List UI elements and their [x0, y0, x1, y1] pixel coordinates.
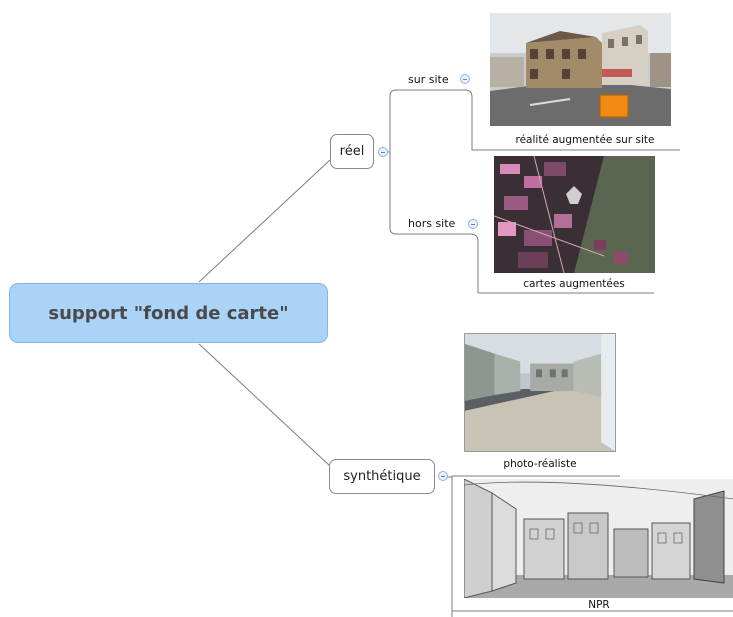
caption-augmented-map: cartes augmentées	[523, 278, 625, 290]
branch-synthetique-label: synthétique	[343, 469, 421, 484]
image-npr	[464, 479, 733, 598]
subbranch-sur-site[interactable]: sur site	[408, 73, 449, 86]
minus-circle-icon[interactable]	[468, 219, 478, 229]
root-node[interactable]: support "fond de carte"	[9, 283, 328, 343]
minus-circle-icon[interactable]	[438, 471, 448, 481]
minus-circle-icon[interactable]	[378, 147, 388, 157]
branch-reel-label: réel	[339, 144, 365, 159]
edge-reel-trunk	[385, 89, 470, 235]
branch-reel[interactable]: réel	[330, 134, 374, 169]
edge-synth-trunk	[447, 475, 620, 617]
edge-root-reel	[198, 159, 331, 283]
caption-photorealistic: photo-réaliste	[503, 458, 577, 470]
root-label: support "fond de carte"	[48, 302, 289, 324]
edge-root-synthetique	[198, 343, 331, 467]
branch-synthetique[interactable]: synthétique	[329, 459, 435, 494]
caption-npr: NPR	[588, 599, 610, 611]
edge-hors-site-image	[469, 233, 654, 294]
image-photorealistic	[464, 333, 616, 452]
edge-sur-site-image	[464, 89, 680, 151]
caption-street-ar: réalité augmentée sur site	[515, 134, 655, 146]
minus-circle-icon[interactable]	[460, 74, 470, 84]
image-street-ar	[490, 13, 671, 126]
image-augmented-map	[494, 156, 655, 273]
subbranch-hors-site[interactable]: hors site	[408, 217, 456, 230]
